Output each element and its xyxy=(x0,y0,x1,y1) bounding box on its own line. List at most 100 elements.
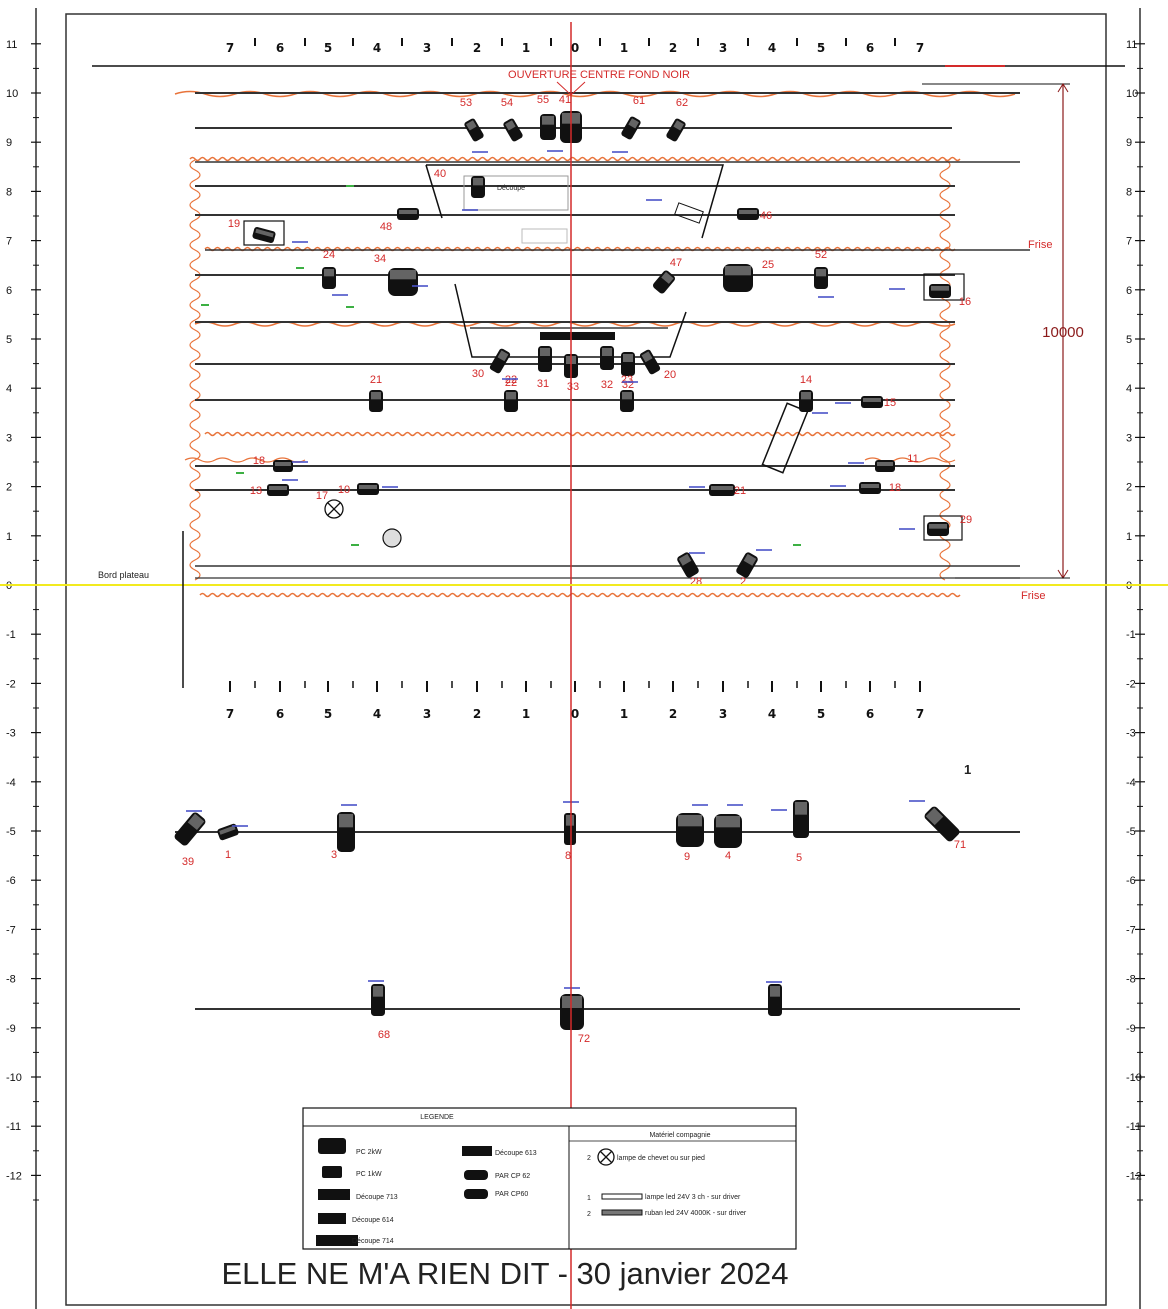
axis-label: -4 xyxy=(6,777,16,789)
channel-marker xyxy=(232,825,248,827)
scale-top-label: 5 xyxy=(324,41,332,55)
fixture-icon xyxy=(799,390,813,412)
fixture-number: 1 xyxy=(225,849,231,861)
fixture-lens xyxy=(371,392,381,400)
fixture-lens xyxy=(255,228,274,238)
bord-plateau-label: Bord plateau xyxy=(98,570,149,580)
scale-bottom-label: 2 xyxy=(669,707,677,721)
fixture-body xyxy=(337,812,355,852)
channel-marker xyxy=(292,461,308,463)
scale-bottom-label: 1 xyxy=(522,707,530,721)
scale-bottom-label: 4 xyxy=(373,707,381,721)
fixture-icon xyxy=(666,118,686,142)
fixture-icon xyxy=(723,264,753,292)
fixture-body xyxy=(709,484,735,496)
axis-label: 7 xyxy=(6,236,12,248)
fixture-lens xyxy=(219,825,236,835)
axis-label: 10 xyxy=(6,88,18,100)
fixture-number: 31 xyxy=(537,378,549,390)
materiel-num-2: 1 xyxy=(587,1195,591,1202)
frise-border xyxy=(199,592,961,598)
scale-bottom-label: 7 xyxy=(916,707,924,721)
fixture-lens xyxy=(359,485,377,489)
fixture-icon xyxy=(793,800,809,838)
fixture-body xyxy=(814,267,828,289)
fixture-number: 32 xyxy=(601,379,613,391)
channel-marker xyxy=(462,209,478,211)
channel-marker xyxy=(292,241,308,243)
axis-label: 1 xyxy=(6,531,12,543)
fixture-icon xyxy=(471,176,485,198)
channel-marker xyxy=(622,381,638,383)
legend-box xyxy=(302,1107,797,1250)
axis-label: 5 xyxy=(6,334,12,346)
fixture-lens xyxy=(506,392,516,400)
fixture-body xyxy=(217,823,239,841)
channel-marker xyxy=(889,288,905,290)
legend-d713-icon xyxy=(318,1189,350,1200)
header-label: OUVERTURE CENTRE FOND NOIR xyxy=(508,69,690,81)
fixture-lens xyxy=(269,486,287,490)
set-piece xyxy=(674,202,704,224)
axis-label: -10 xyxy=(1126,1072,1142,1084)
fixture-body xyxy=(322,267,336,289)
fixture-lens xyxy=(770,986,780,997)
scale-top-label: 1 xyxy=(620,41,628,55)
boom-box xyxy=(923,273,965,301)
plan-frame xyxy=(65,13,1107,1306)
frise-border xyxy=(189,156,961,162)
fixture-icon xyxy=(337,812,355,852)
fixture-body xyxy=(371,984,385,1016)
channel-marker xyxy=(689,552,705,554)
fixture-number: 20 xyxy=(664,369,676,381)
axis-label: -11 xyxy=(1126,1121,1141,1133)
axis-label: -12 xyxy=(1126,1170,1142,1182)
fixture-icon xyxy=(768,984,782,1016)
fixture-body xyxy=(875,460,895,472)
fixture-icon xyxy=(371,984,385,1016)
fixture-icon xyxy=(620,390,634,412)
fixture-body xyxy=(666,118,686,142)
fixture-icon xyxy=(252,227,276,243)
green-marker xyxy=(236,472,244,474)
fixture-number: 23 xyxy=(621,374,633,386)
frise-label-top: Frise xyxy=(1028,239,1052,251)
fixture-number: 30 xyxy=(472,368,484,380)
legend-pc1kw-icon xyxy=(322,1166,342,1178)
fixture-icon xyxy=(639,349,661,375)
fixture-body xyxy=(564,813,576,845)
scale-top-label: 4 xyxy=(768,41,776,55)
fixture-icon xyxy=(677,552,699,578)
axis-label: 8 xyxy=(1126,186,1132,198)
channel-marker xyxy=(848,462,864,464)
channel-marker xyxy=(341,804,357,806)
fixture-number: 14 xyxy=(800,374,812,386)
fixture-lens xyxy=(716,816,740,828)
fixture-number: 9 xyxy=(684,851,690,863)
scale-bottom-label: 5 xyxy=(817,707,825,721)
legend-item-d713: Découpe 713 xyxy=(356,1194,398,1201)
scale-bottom-label: 6 xyxy=(866,707,874,721)
header-arrow xyxy=(556,81,586,96)
fixture-body xyxy=(652,270,676,294)
channel-marker xyxy=(472,151,488,153)
led-strip-icon xyxy=(601,1209,643,1216)
fixture-icon xyxy=(600,346,614,370)
channel-marker xyxy=(412,285,428,287)
fixture-number: 18 xyxy=(253,455,265,467)
fixture-lens xyxy=(863,398,881,402)
legend-item-d614: Découpe 614 xyxy=(352,1217,394,1224)
fixture-body xyxy=(677,552,699,578)
axis-label: 2 xyxy=(6,482,12,494)
axis-label: -6 xyxy=(6,875,16,887)
materiel-num-3: 2 xyxy=(587,1211,591,1218)
fixture-icon xyxy=(737,208,759,220)
fixture-body xyxy=(620,390,634,412)
scale-top-label: 7 xyxy=(226,41,234,55)
chevet-lamp-icon xyxy=(597,1148,615,1166)
axis-label: -1 xyxy=(1126,629,1136,641)
channel-marker xyxy=(692,804,708,806)
fixture-number: 47 xyxy=(670,257,682,269)
scale-bottom-label: 3 xyxy=(719,707,727,721)
